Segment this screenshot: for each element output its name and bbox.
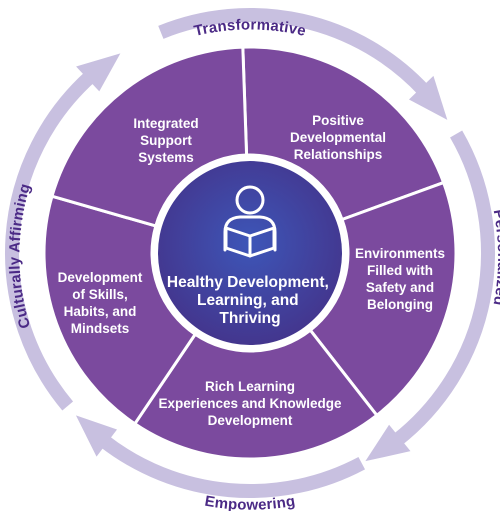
arrow-left-head: [76, 53, 121, 92]
segment-label-line: Habits, and: [64, 304, 137, 319]
arrow-top-head: [408, 75, 448, 120]
segment-label-line: Safety and: [366, 280, 434, 295]
arrow-right-head: [365, 424, 411, 462]
arrow-bottom-arc: [99, 435, 366, 498]
segment-label-line: Relationships: [294, 147, 383, 162]
segment-label-line: Support: [140, 133, 192, 148]
segment-label-line: Filled with: [367, 263, 433, 278]
arrow-top-arc: [158, 8, 430, 96]
person-reading-book-icon: [223, 185, 277, 258]
segment-label-line: Mindsets: [71, 321, 130, 336]
arrow-left-arc: [5, 70, 96, 411]
segment-label-line: Systems: [138, 150, 194, 165]
segment-label-line: Belonging: [367, 297, 433, 312]
segment-label-line: Rich Learning: [205, 379, 295, 394]
center-hub: Healthy Development, Learning, and Thriv…: [152, 155, 348, 351]
arrow-right-arc: [392, 130, 495, 447]
segment-label-line: Integrated: [133, 116, 198, 131]
ring-label-right: Personalized: [490, 208, 500, 307]
ring-label-top: Transformative: [192, 16, 307, 39]
segment-label-line: of Skills,: [72, 287, 128, 302]
segment-label-line: Development: [58, 270, 143, 285]
segment-label-line: Environments: [355, 246, 445, 261]
cycle-arrows: [5, 8, 495, 498]
segment-label-line: Experiences and Knowledge: [158, 396, 342, 411]
arrow-bottom-head: [75, 415, 117, 457]
ring-label-bottom: Empowering: [203, 493, 296, 511]
segment-label-line: Development: [208, 413, 293, 428]
segment-label-line: Developmental: [290, 130, 386, 145]
center-title: Healthy Development, Learning, and Thriv…: [167, 274, 333, 327]
segment-label-line: Positive: [312, 113, 364, 128]
